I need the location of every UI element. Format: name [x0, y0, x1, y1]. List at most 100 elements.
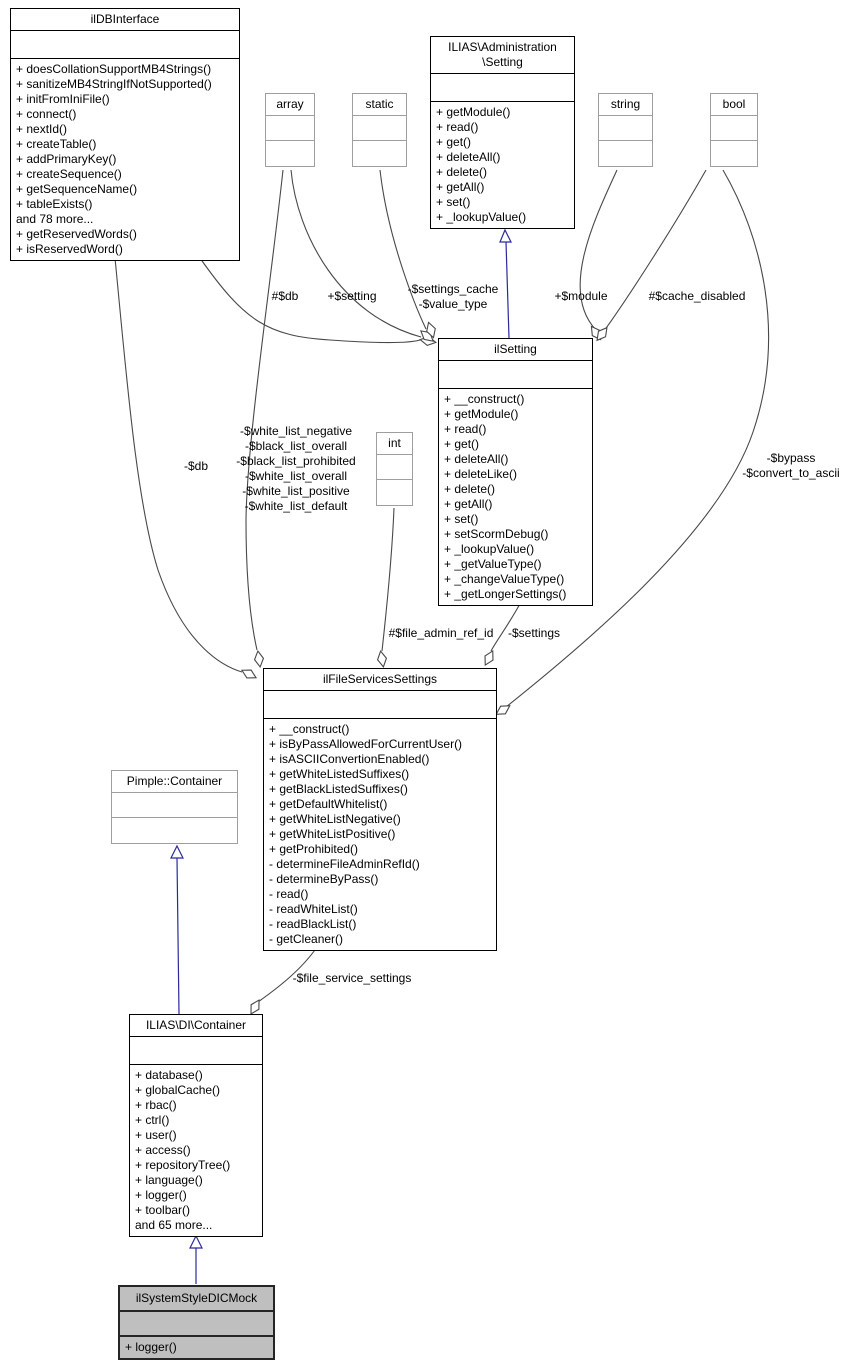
edge-int-to-filesettings — [381, 507, 395, 652]
inheritance-edge-dicontainer-pimple — [176, 857, 180, 1015]
aggregation-diamond — [426, 321, 436, 339]
edge-array-to-filesettings — [245, 169, 284, 651]
method-item: + logger() — [135, 1188, 187, 1202]
edge-label-file-service-settings: -$file_service_settings — [292, 971, 412, 985]
class-node-ilias-administration-setting[interactable]: ILIAS\Administration \Setting + getModul… — [430, 36, 575, 229]
type-title: Pimple::Container — [112, 771, 237, 793]
method-item: + repositoryTree() — [135, 1158, 231, 1172]
edge-ilsetting-to-filesettings — [490, 601, 522, 652]
inheritance-arrow — [499, 228, 512, 243]
method-item: + sanitizeMB4StringIfNotSupported() — [16, 77, 212, 91]
method-item: + toolbar() — [135, 1203, 191, 1217]
edge-label-setting: +$setting — [327, 289, 377, 303]
method-item: + deleteAll() — [436, 150, 501, 164]
edge-label-cache-disabled: #$cache_disabled — [648, 289, 746, 303]
type-attributes-empty — [377, 455, 412, 480]
class-node-ilias-di-container[interactable]: ILIAS\DI\Container + database()+ globalC… — [129, 1014, 263, 1237]
method-item: + getDefaultWhitelist() — [269, 797, 388, 811]
class-method-list: + __construct()+ isByPassAllowedForCurre… — [264, 719, 496, 950]
method-item: + delete() — [444, 482, 496, 496]
edge-label-settings-cache: -$settings_cache -$value_type — [407, 282, 499, 311]
class-node-ilsystemstyledicmock[interactable]: ilSystemStyleDICMock + logger() — [118, 1285, 275, 1360]
method-item: + isASCIIConvertionEnabled() — [269, 752, 430, 766]
edge-string-to-ilsetting — [579, 169, 618, 331]
class-method-list: + logger() — [120, 1337, 273, 1358]
class-method-list: + getModule()+ read()+ get()+ deleteAll(… — [431, 102, 574, 228]
method-item: + _lookupValue() — [436, 210, 527, 224]
type-methods-empty — [266, 141, 314, 166]
edge-label-settings-member: -$settings — [507, 626, 561, 640]
aggregation-diamond — [240, 669, 258, 679]
inheritance-arrow — [170, 844, 184, 859]
aggregation-diamond — [596, 326, 608, 342]
type-title: array — [266, 94, 314, 116]
method-item: + database() — [135, 1068, 203, 1082]
type-methods-empty — [353, 141, 406, 166]
inheritance-arrow — [189, 1234, 203, 1249]
method-item: + getWhiteListNegative() — [269, 812, 401, 826]
method-item: - read() — [269, 887, 309, 901]
class-method-list: + __construct()+ getModule()+ read()+ ge… — [439, 389, 592, 605]
method-item: + getBlackListedSuffixes() — [269, 782, 408, 796]
class-attributes-empty — [11, 31, 239, 59]
method-item: + __construct() — [269, 722, 350, 736]
type-title: static — [353, 94, 406, 116]
method-item: + read() — [436, 120, 479, 134]
method-item: + getAll() — [436, 180, 485, 194]
method-item: + getModule() — [444, 407, 519, 421]
type-node-pimple-container: Pimple::Container — [111, 770, 238, 844]
type-attributes-empty — [599, 116, 652, 141]
method-item: + logger() — [125, 1340, 177, 1354]
method-item: + globalCache() — [135, 1083, 221, 1097]
method-item: + isByPassAllowedForCurrentUser() — [269, 737, 463, 751]
class-node-ildbinterface[interactable]: ilDBInterface + doesCollationSupportMB4S… — [10, 8, 240, 261]
method-item: + deleteLike() — [444, 467, 518, 481]
edge-bool-to-ilsetting — [603, 169, 707, 332]
edge-ildbinterface-to-ilsetting — [199, 257, 421, 344]
edge-label-bypass: -$bypass -$convert_to_ascii — [742, 451, 840, 480]
method-item: + getSequenceName() — [16, 182, 138, 196]
method-item: + doesCollationSupportMB4Strings() — [16, 62, 212, 76]
method-item: + _getValueType() — [444, 557, 542, 571]
type-title: int — [377, 433, 412, 455]
method-item: - determineByPass() — [269, 872, 379, 886]
type-title: string — [599, 94, 652, 116]
type-title: bool — [711, 94, 757, 116]
type-attributes-empty — [266, 116, 314, 141]
type-methods-empty — [377, 480, 412, 505]
edge-label-db-ilsetting: #$db — [271, 289, 299, 303]
class-attributes-empty — [120, 1312, 273, 1337]
method-item: + tableExists() — [16, 197, 93, 211]
method-item: + get() — [444, 437, 480, 451]
method-item: + access() — [135, 1143, 191, 1157]
method-item: and 65 more... — [135, 1218, 213, 1232]
method-item: + user() — [135, 1128, 177, 1142]
method-item: + set() — [436, 195, 471, 209]
class-attributes-empty — [130, 1037, 262, 1065]
class-title: ILIAS\DI\Container — [130, 1015, 262, 1037]
class-node-ilfileservicessettings[interactable]: ilFileServicesSettings + __construct()+ … — [263, 668, 497, 951]
type-methods-empty — [112, 818, 237, 843]
edge-label-module: +$module — [554, 289, 608, 303]
type-methods-empty — [711, 141, 757, 166]
class-title: ILIAS\Administration \Setting — [431, 37, 574, 74]
method-item: + setScormDebug() — [444, 527, 549, 541]
method-item: + addPrimaryKey() — [16, 152, 117, 166]
aggregation-diamond — [376, 650, 388, 668]
method-item: + connect() — [16, 107, 77, 121]
method-item: + get() — [436, 135, 472, 149]
method-item: + _lookupValue() — [444, 542, 535, 556]
edge-label-db-filesettings: -$db — [183, 459, 209, 473]
method-item: and 78 more... — [16, 212, 94, 226]
method-item: + nextId() — [16, 122, 68, 136]
method-item: + createTable() — [16, 137, 97, 151]
method-item: + language() — [135, 1173, 203, 1187]
method-item: + initFromIniFile() — [16, 92, 110, 106]
method-item: + getModule() — [436, 105, 511, 119]
type-node-string: string — [598, 93, 653, 167]
method-item: + getProhibited() — [269, 842, 359, 856]
type-node-bool: bool — [710, 93, 758, 167]
class-node-ilsetting[interactable]: ilSetting + __construct()+ getModule()+ … — [438, 338, 593, 606]
